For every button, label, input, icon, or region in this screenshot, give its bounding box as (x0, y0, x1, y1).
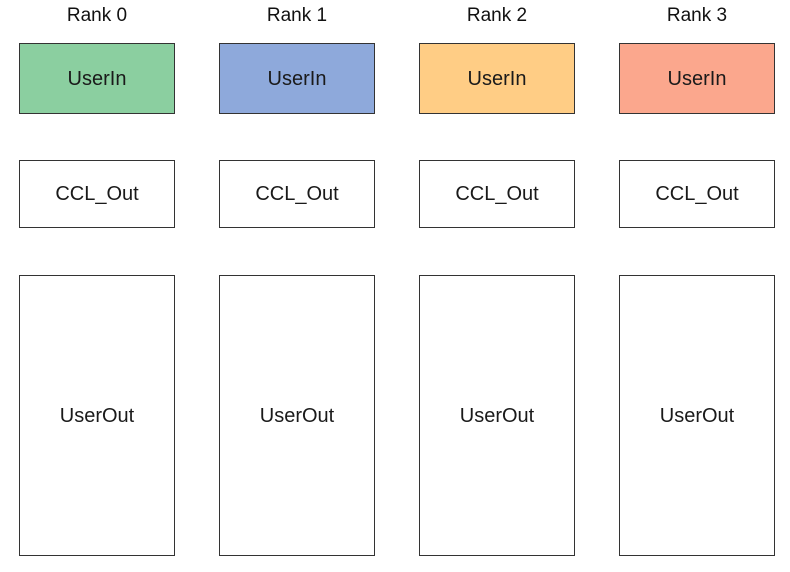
rank-title: Rank 3 (666, 5, 728, 26)
rank-title: Rank 1 (266, 5, 328, 26)
user-out-label: UserOut (459, 404, 535, 427)
ccl-out-label: CCL_Out (55, 183, 139, 205)
user-out-label: UserOut (59, 404, 135, 427)
ccl-out-box: CCL_Out (19, 160, 175, 228)
ccl-out-box: CCL_Out (619, 160, 775, 228)
user-out-box: UserOut (19, 275, 175, 556)
rank-title: Rank 2 (466, 5, 528, 26)
ccl-out-label: CCL_Out (655, 183, 739, 205)
user-in-label: UserIn (667, 67, 727, 90)
user-out-box: UserOut (419, 275, 575, 556)
rank-column-3: Rank 3 UserIn CCL_Out UserOut (619, 0, 775, 572)
user-out-label: UserOut (259, 404, 335, 427)
ccl-out-label: CCL_Out (255, 183, 339, 205)
user-out-box: UserOut (219, 275, 375, 556)
user-in-box: UserIn (619, 43, 775, 114)
ccl-out-label: CCL_Out (455, 183, 539, 205)
user-in-box: UserIn (219, 43, 375, 114)
user-out-box: UserOut (619, 275, 775, 556)
rank-title: Rank 0 (66, 5, 128, 26)
user-in-box: UserIn (19, 43, 175, 114)
user-in-label: UserIn (267, 67, 327, 90)
rank-column-0: Rank 0 UserIn CCL_Out UserOut (19, 0, 175, 572)
user-in-box: UserIn (419, 43, 575, 114)
user-in-label: UserIn (67, 67, 127, 90)
user-out-label: UserOut (659, 404, 735, 427)
rank-column-2: Rank 2 UserIn CCL_Out UserOut (419, 0, 575, 572)
ccl-out-box: CCL_Out (219, 160, 375, 228)
ccl-out-box: CCL_Out (419, 160, 575, 228)
rank-column-1: Rank 1 UserIn CCL_Out UserOut (219, 0, 375, 572)
user-in-label: UserIn (467, 67, 527, 90)
